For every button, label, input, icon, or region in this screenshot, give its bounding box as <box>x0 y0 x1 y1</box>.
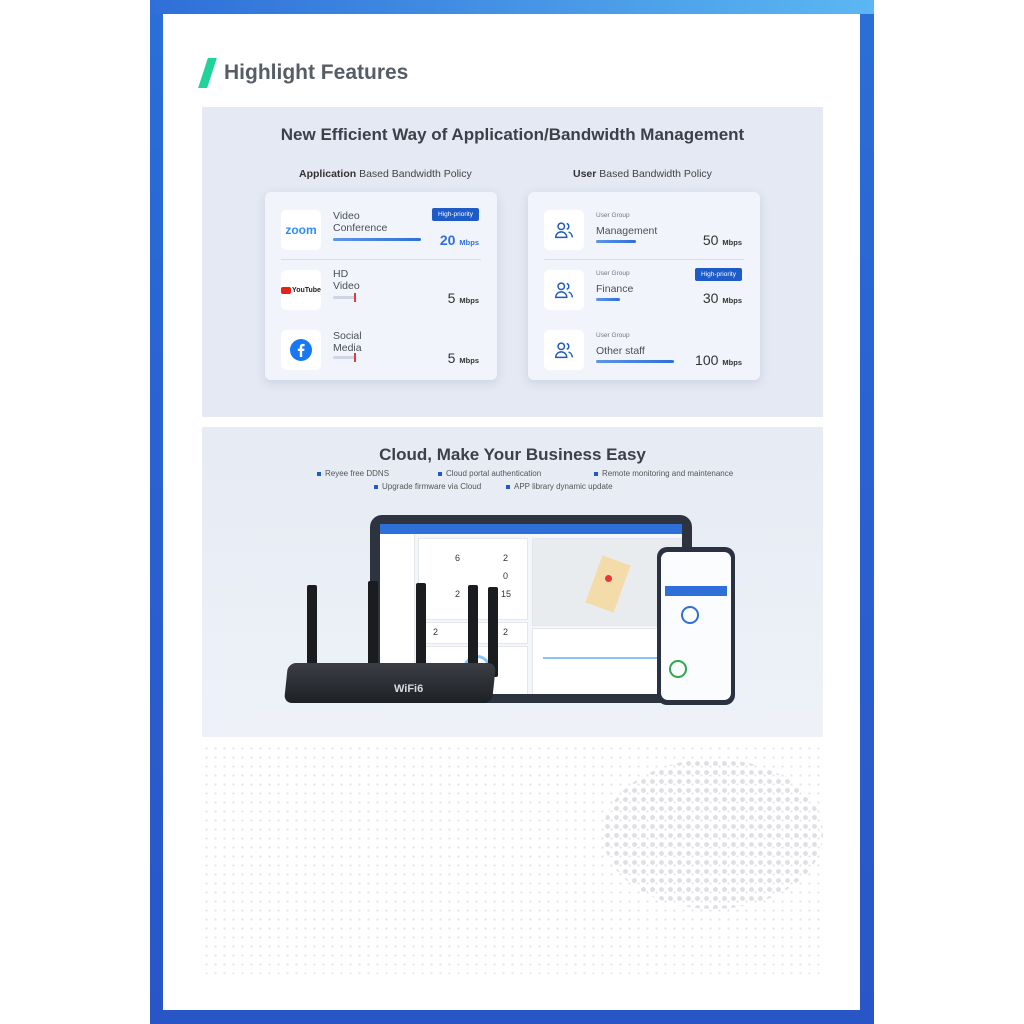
feature-item: Cloud portal authentication <box>438 469 541 478</box>
bandwidth-title: New Efficient Way of Application/Bandwid… <box>280 125 745 144</box>
timeline-line <box>543 657 671 659</box>
high-priority-badge: High-priority <box>431 208 479 221</box>
router-label: WiFi6 <box>394 683 424 695</box>
page-border-top <box>150 0 874 14</box>
bandwidth-bar <box>596 298 620 301</box>
phone-device-icon <box>681 606 699 624</box>
heading-text: Highlight Features <box>224 61 409 84</box>
user-policy-label: User Based Bandwidth Policy <box>573 168 712 180</box>
router-antenna <box>368 581 378 671</box>
cloud-title: Cloud, Make Your Business Easy <box>379 445 646 464</box>
youtube-icon: YouTube <box>281 270 321 310</box>
bandwidth-bar <box>333 293 356 302</box>
dash-number: 2 <box>433 627 439 637</box>
dash-number: 2 <box>503 553 509 563</box>
accent-slash <box>198 58 217 88</box>
dash-number: 6 <box>455 553 461 563</box>
cloud-panel: Cloud, Make Your Business Easy Reyee fre… <box>202 427 823 737</box>
phone-device <box>657 547 735 705</box>
feature-item: Reyee free DDNS <box>317 469 389 478</box>
app-policy-label: Application Based Bandwidth Policy <box>299 168 472 180</box>
router-antenna <box>468 585 478 675</box>
brochure-page: Highlight Features New Efficient Way of … <box>163 14 860 1010</box>
dot-pattern-large <box>603 759 823 909</box>
zoom-icon: zoom <box>281 210 321 250</box>
high-priority-badge: High-priority <box>694 268 742 281</box>
divider <box>544 259 744 260</box>
map-pin-icon <box>605 575 612 582</box>
facebook-icon <box>281 330 321 370</box>
map-road <box>585 555 631 613</box>
user-group-icon <box>544 330 584 370</box>
dash-number: 0 <box>503 571 509 581</box>
bandwidth-bar <box>333 353 356 362</box>
user-group-icon <box>544 210 584 250</box>
phone-header-bar <box>665 586 727 596</box>
divider <box>281 259 481 260</box>
dash-number: 2 <box>455 589 461 599</box>
section-heading: Highlight Features <box>198 58 409 88</box>
phone-status-ring <box>669 660 687 678</box>
bandwidth-panel: New Efficient Way of Application/Bandwid… <box>202 107 823 417</box>
dashboard-topbar <box>380 524 682 534</box>
user-group-icon <box>544 270 584 310</box>
bandwidth-bar <box>596 360 674 363</box>
bandwidth-bar <box>596 240 636 243</box>
feature-item: Remote monitoring and maintenance <box>594 469 733 478</box>
dash-number: 2 <box>503 627 509 637</box>
phone-screen <box>661 552 731 700</box>
router-antenna <box>488 587 498 677</box>
feature-item: APP library dynamic update <box>506 482 613 491</box>
router-body <box>283 663 497 703</box>
dash-number: 15 <box>501 589 512 599</box>
feature-item: Upgrade firmware via Cloud <box>374 482 481 491</box>
router-antenna <box>307 585 317 675</box>
bandwidth-bar <box>333 238 421 241</box>
router-antenna <box>416 583 426 673</box>
